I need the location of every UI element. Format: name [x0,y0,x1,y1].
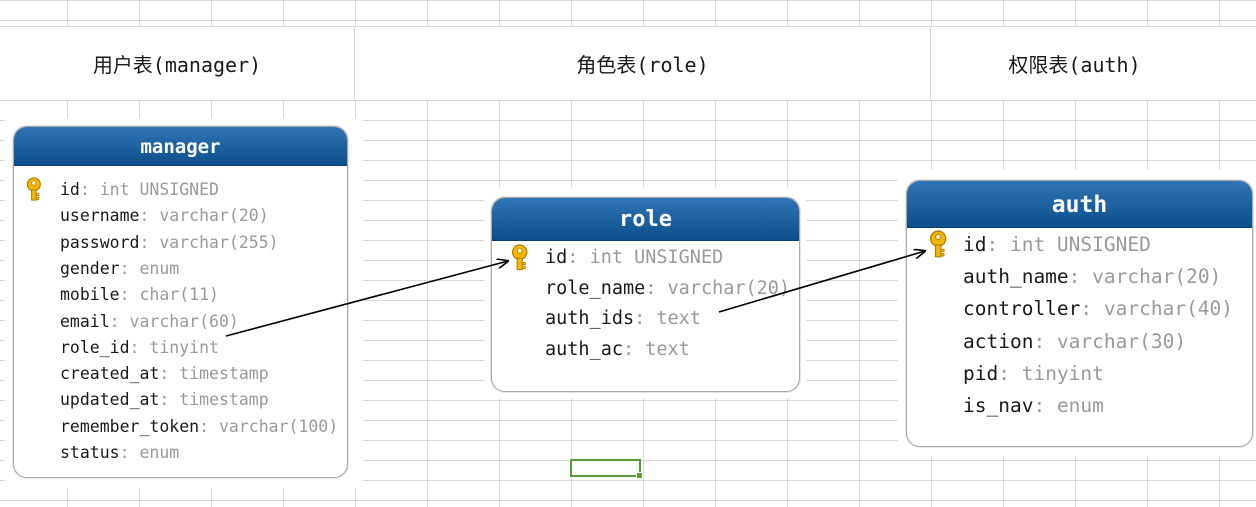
field-name: auth_ids [545,308,635,329]
field-name: updated_at [60,390,160,410]
field-row: id: int UNSIGNED [545,247,724,268]
header-role: 角色表(role) [355,27,931,100]
field-name: pid [963,361,999,385]
field-name: mobile [60,285,120,305]
primary-key-icon [511,244,528,275]
field-row: email: varchar(60) [60,311,239,331]
field-type: varchar(60) [129,311,239,331]
primary-key-icon [929,230,947,262]
field-name: action [963,329,1034,353]
field-name: status [60,443,120,462]
field-name: gender [60,258,120,278]
header-manager: 用户表(manager) [0,27,355,100]
field-row: role_name: varchar(20) [545,277,791,299]
field-name: id [963,233,987,256]
field-type: text [645,338,690,360]
field-row: auth_ids: text [545,308,701,329]
field-row: id: int UNSIGNED [60,180,219,199]
field-row: auth_ac: text [545,338,690,360]
field-type: varchar(40) [1103,297,1234,321]
field-type: enum [1056,394,1104,417]
field-type: int UNSIGNED [589,247,724,268]
field-type: varchar(30) [1056,329,1187,353]
entity-title-auth: auth [907,181,1252,228]
field-row: pid: tinyint [963,361,1104,385]
field-name: role_id [60,337,130,357]
field-row: password: varchar(255) [60,232,279,252]
field-row: updated_at: timestamp [60,390,269,410]
entity-title-role: role [492,198,799,241]
field-name: created_at [60,364,160,384]
field-name: controller [963,297,1081,321]
field-type: varchar(100) [218,416,339,436]
field-type: varchar(20) [159,206,269,226]
entity-title-text: role [619,207,672,232]
header-auth: 权限表(auth) [1008,53,1141,77]
field-name: password [60,232,140,252]
field-type: enum [139,443,180,462]
field-name: id [545,247,568,268]
field-name: role_name [545,277,646,299]
field-type: varchar(255) [159,232,279,252]
field-row: action: varchar(30) [963,329,1187,353]
field-row: status: enum [60,443,180,462]
field-name: auth_name [963,265,1069,289]
primary-key-icon [26,177,42,205]
field-type: enum [139,258,180,278]
field-type: timestamp [179,364,269,384]
field-row: id: int UNSIGNED [963,233,1151,256]
field-type: int UNSIGNED [1009,233,1151,256]
field-row: mobile: char(11) [60,285,219,305]
field-row: auth_name: varchar(20) [963,265,1222,289]
field-row: controller: varchar(40) [963,297,1234,321]
header-row: 用户表(manager) 角色表(role) 权限表(auth) [0,26,1256,101]
field-name: remember_token [60,416,200,436]
entity-title-text: manager [140,136,221,158]
field-type: text [656,308,701,329]
entity-auth[interactable]: auth id: int UNSIGNED auth_name: varchar… [906,180,1253,447]
field-type: char(11) [139,285,219,305]
field-type: timestamp [179,390,269,410]
field-type: int UNSIGNED [99,180,219,199]
entity-role[interactable]: role id: int UNSIGNED role_name: varchar… [491,197,800,392]
field-row: username: varchar(20) [60,206,269,226]
field-name: email [60,311,110,331]
field-name: id [60,180,80,199]
entity-manager[interactable]: manager id: int UNSIGNED username: varch… [13,126,348,478]
field-row: remember_token: varchar(100) [60,416,339,436]
field-name: auth_ac [545,338,623,360]
entity-title-manager: manager [14,127,347,166]
field-row: is_nav: enum [963,394,1104,417]
field-type: tinyint [1021,361,1104,385]
fill-handle[interactable] [636,472,643,479]
field-row: created_at: timestamp [60,364,269,384]
field-name: username [60,206,140,226]
field-type: tinyint [149,337,219,357]
field-type: varchar(20) [1092,265,1222,289]
field-row: role_id: tinyint [60,337,219,357]
entity-title-text: auth [1051,192,1108,218]
selected-cell[interactable] [570,459,643,479]
field-row: gender: enum [60,258,180,278]
field-name: is_nav [963,394,1034,417]
field-type: varchar(20) [667,277,791,299]
